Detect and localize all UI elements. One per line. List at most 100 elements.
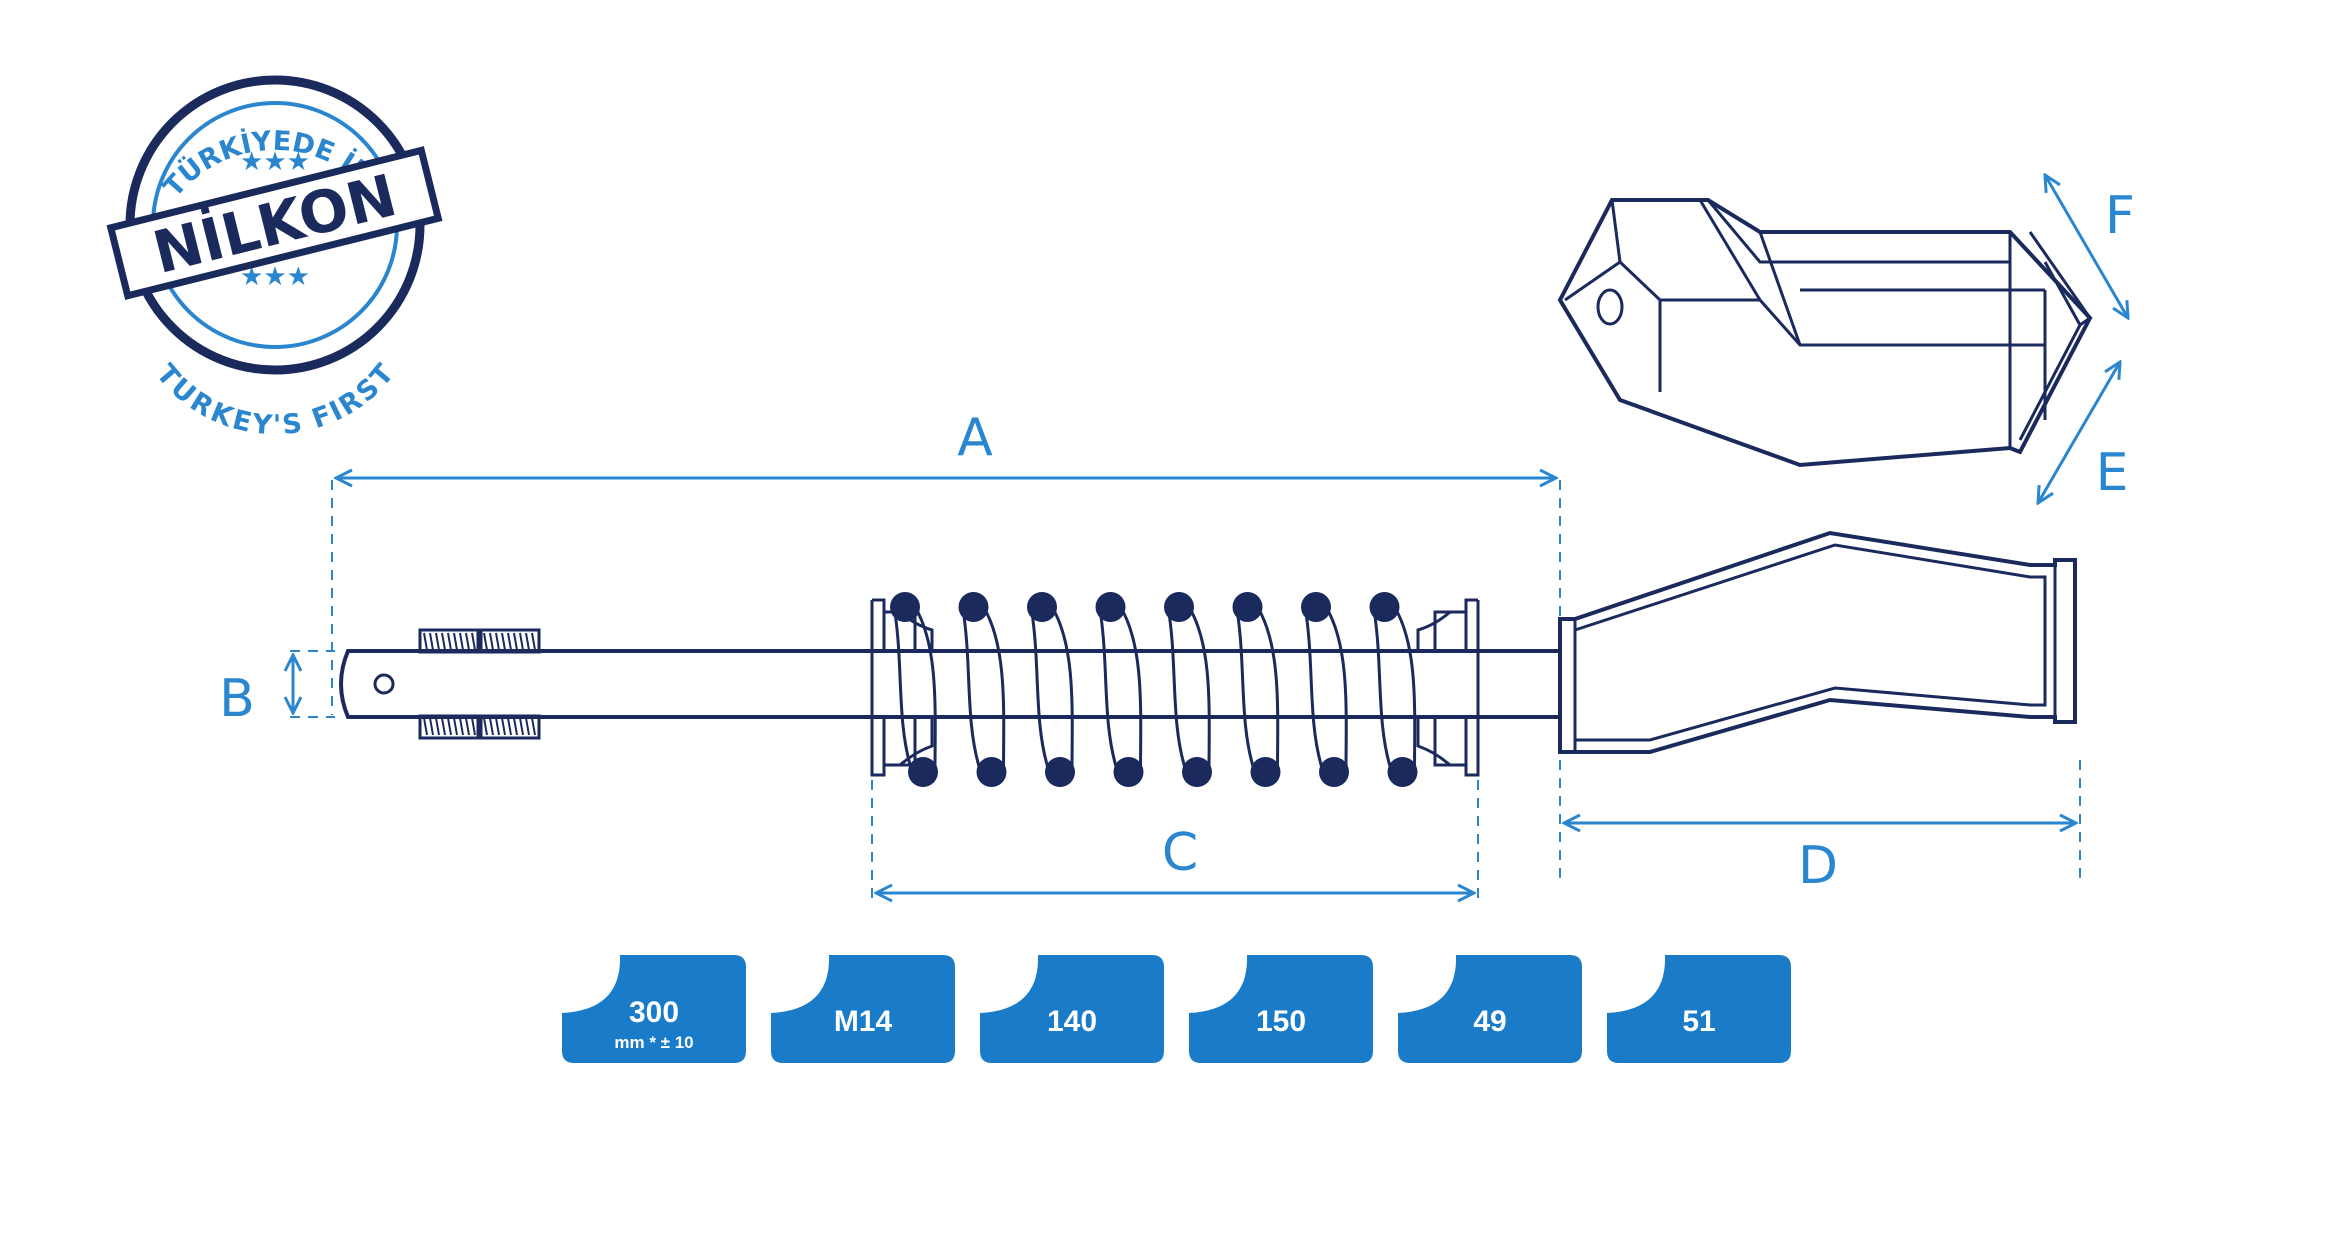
thread-line [447, 632, 452, 651]
thread-line [423, 632, 428, 651]
thread-line [519, 717, 524, 736]
coil-section [890, 592, 920, 622]
thread-line [483, 717, 488, 736]
thread-line [531, 632, 536, 651]
dim-label-d: D [1798, 836, 1838, 896]
coil-wire [1099, 612, 1118, 769]
thread-line [435, 632, 440, 651]
coil-section [1045, 757, 1075, 787]
card-a-subtext: mm * ± 10 [614, 1033, 693, 1052]
card-d-value: 150 [1256, 1005, 1306, 1038]
card-b: B M14 [771, 955, 955, 1063]
coil-section [1182, 757, 1212, 787]
nut-bottom-1 [418, 714, 480, 740]
coil-section [976, 757, 1007, 787]
card-c-letter: C [998, 962, 1017, 992]
card-e-value: 49 [1473, 1005, 1506, 1038]
dim-label-c: C [1162, 823, 1198, 883]
coil-wire [1167, 612, 1187, 769]
card-e-letter: E [1416, 962, 1433, 992]
bolt-shaft [339, 649, 1562, 719]
dimension-value-cards: A 300 mm * ± 10 B M14 C 140 D 150 E 49 F… [562, 955, 1791, 1063]
thread-line [495, 632, 500, 651]
thread-line [489, 717, 494, 736]
coil-wire [982, 606, 1006, 773]
spring-coils [890, 592, 1418, 787]
coil-wire [1304, 612, 1324, 769]
thread-line [513, 632, 518, 651]
coil-wire [1050, 606, 1074, 773]
coil-wire [1393, 606, 1417, 773]
thread-line [429, 717, 434, 736]
thread-line [453, 717, 458, 736]
coil-wire [962, 612, 981, 769]
coil-section [1027, 592, 1057, 622]
thread-line [471, 632, 476, 651]
card-c: C 140 [980, 955, 1164, 1063]
nut-top-1 [418, 628, 480, 654]
thread-line [501, 717, 506, 736]
coil-wire [1030, 612, 1050, 769]
thread-line [525, 717, 530, 736]
card-c-value: 140 [1047, 1005, 1097, 1038]
bolt-hole [373, 673, 395, 695]
dim-label-a: A [957, 408, 993, 468]
svg-text:★★★: ★★★ [240, 147, 310, 177]
coil-wire [1187, 606, 1211, 773]
coil-wire [1236, 612, 1255, 769]
card-b-value: M14 [834, 1005, 893, 1038]
right-spring-plate [1416, 598, 1480, 777]
thread-line [447, 717, 452, 736]
thread-line [525, 632, 530, 651]
dim-label-e: E [2096, 443, 2129, 503]
thread-line [477, 717, 482, 736]
dimension-labels: A B C D E F [219, 186, 2135, 896]
card-f-value: 51 [1682, 1005, 1715, 1038]
coil-section [1369, 592, 1400, 622]
card-b-letter: B [789, 962, 808, 992]
card-a: A 300 mm * ± 10 [562, 955, 746, 1063]
thread-line [423, 717, 428, 736]
thread-line [519, 632, 524, 651]
thread-line [441, 632, 446, 651]
thread-line [507, 717, 512, 736]
thread-line [477, 632, 482, 651]
coil-section [1232, 592, 1263, 622]
coil-section [1319, 757, 1349, 787]
iso-cover-details [1564, 199, 2093, 448]
card-a-value: 300 [629, 996, 679, 1029]
card-e: E 49 [1398, 955, 1582, 1063]
thread-line [507, 632, 512, 651]
card-d: D 150 [1189, 955, 1373, 1063]
nilkon-stamp-logo: TÜRKİYEDE İLK TURKEY'S FIRST ★★★ ★★★ NİL… [106, 75, 443, 441]
thread-line [429, 632, 434, 651]
thread-line [465, 632, 470, 651]
dim-label-f: F [2105, 186, 2135, 246]
coil-section [1095, 592, 1126, 622]
coil-wire [1256, 606, 1280, 773]
thread-line [459, 717, 464, 736]
thread-line [441, 717, 446, 736]
thread-line [489, 632, 494, 651]
iso-cover-outline [1557, 198, 2093, 468]
bolt-threads [423, 632, 536, 736]
nut-bottom-2 [479, 714, 541, 740]
thread-line [483, 632, 488, 651]
dim-line-e [2038, 362, 2120, 503]
thread-line [465, 717, 470, 736]
coil-wire [913, 606, 937, 773]
thread-line [471, 717, 476, 736]
dimension-lines [290, 175, 2128, 905]
card-f: F 51 [1607, 955, 1791, 1063]
coil-section [908, 757, 938, 787]
dim-label-b: B [219, 669, 255, 729]
coil-wire [1324, 606, 1348, 773]
coil-section [958, 592, 989, 622]
coil-section [1113, 757, 1144, 787]
star-icons-top: ★★★ [240, 147, 310, 177]
dim-line-f [2045, 175, 2128, 318]
thread-line [459, 632, 464, 651]
card-a-letter: A [580, 962, 599, 992]
iso-cover-hole [1596, 288, 1624, 326]
